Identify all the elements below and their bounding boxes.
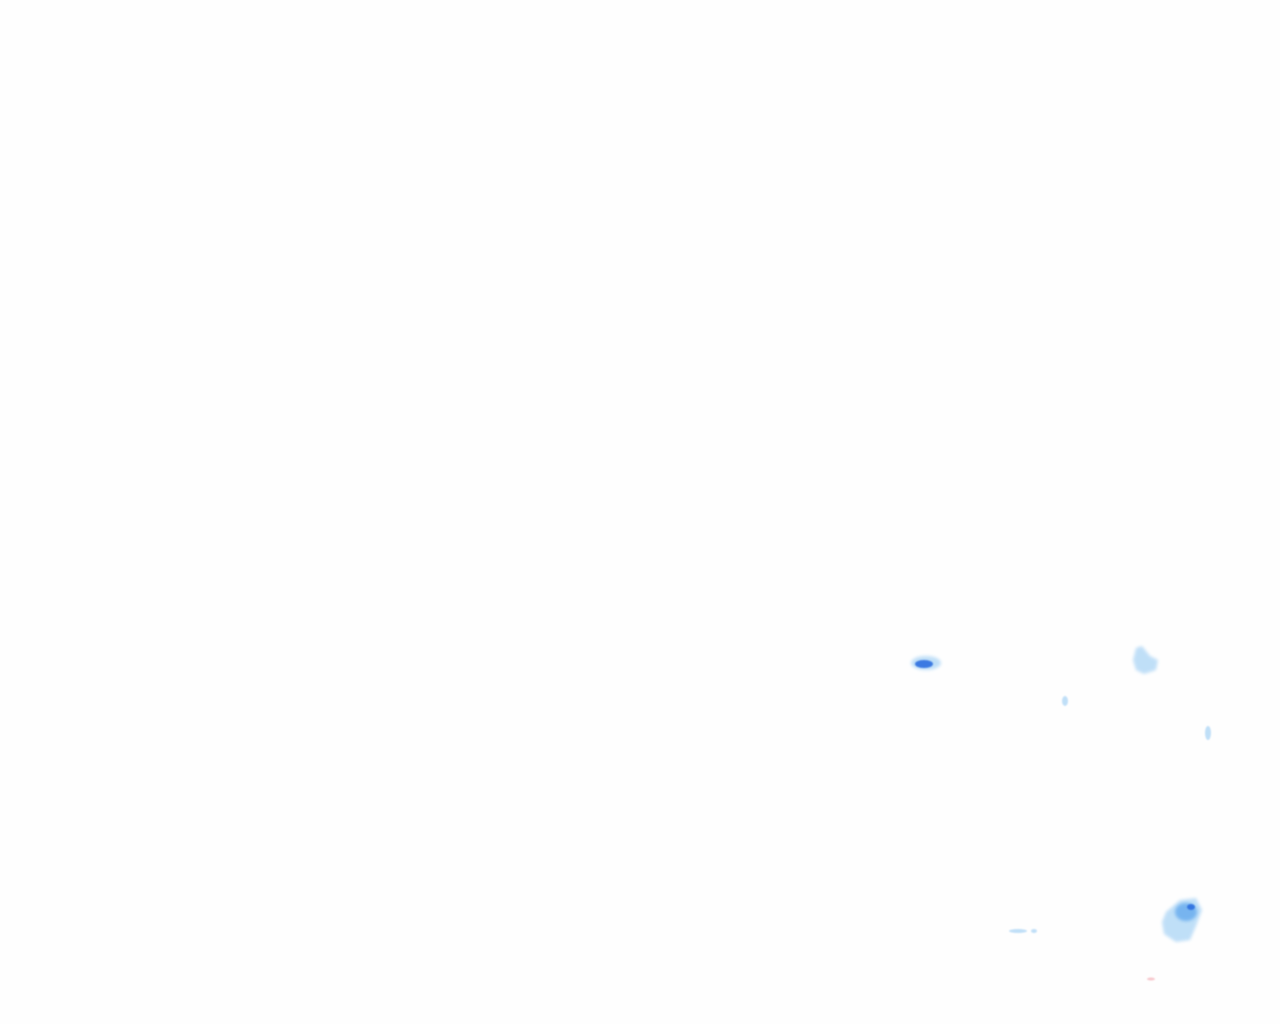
radar-echo-cell — [1147, 977, 1155, 981]
radar-echo-cell — [1062, 696, 1068, 706]
radar-echo-cell — [1205, 726, 1211, 740]
radar-echo-cell — [1009, 929, 1037, 933]
radar-echo-cell — [1162, 898, 1202, 942]
radar-echo-cell — [1133, 646, 1158, 674]
radar-echo-cell — [911, 656, 941, 670]
